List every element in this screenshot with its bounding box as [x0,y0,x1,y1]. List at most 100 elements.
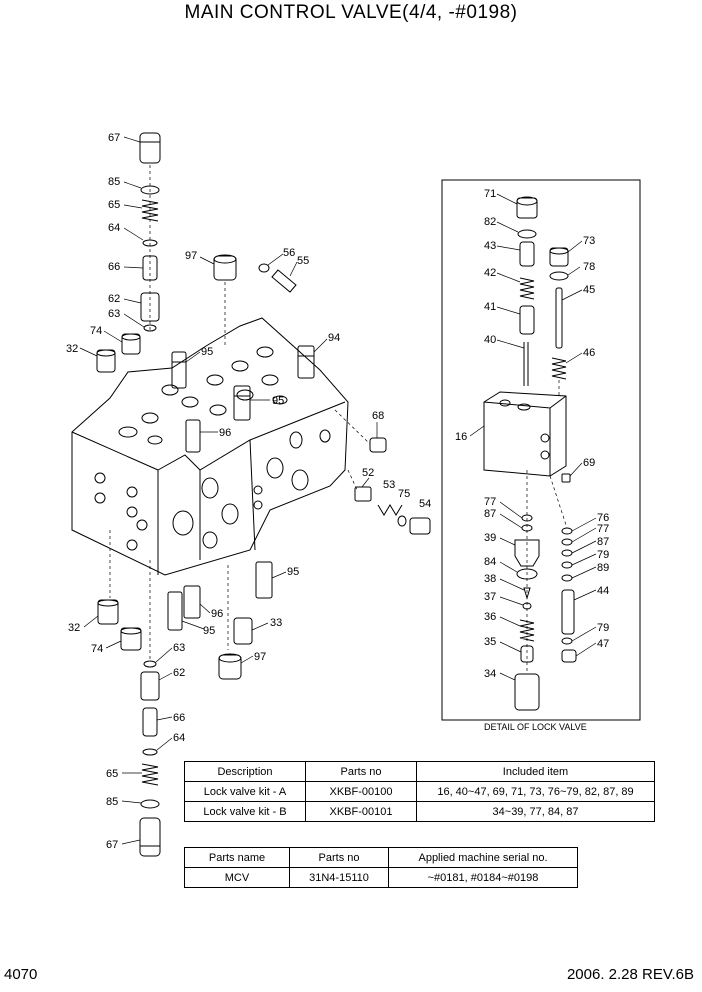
callout-63: 63 [173,642,185,654]
table-cell: XKBF-00101 [305,801,417,822]
callout-33: 33 [270,617,282,629]
table-cell: ~#0181, #0184~#0198 [388,867,578,888]
callout-38: 38 [484,573,496,585]
part-56-55 [258,263,297,293]
callout-94: 94 [328,332,340,344]
fitting-33 [233,617,253,645]
callout-64: 64 [108,222,120,234]
cap-97-top [213,254,237,281]
callout-37: 37 [484,591,496,603]
callout-66: 66 [108,261,120,273]
fitting-96-low [183,585,201,619]
callout-85: 85 [106,796,118,808]
callout-16: 16 [455,431,467,443]
callout-64: 64 [173,732,185,744]
table-cell: XKBF-00100 [305,781,417,802]
kit-table-header: Description Parts no Included item [184,761,655,782]
ring-63-bottom [143,660,157,668]
callout-65: 65 [108,199,120,211]
callout-63: 63 [108,308,120,320]
callout-95: 95 [272,395,284,407]
callout-89: 89 [597,562,609,574]
kit-table: Description Parts no Included item Lock … [184,761,655,822]
callout-96: 96 [219,427,231,439]
callout-96: 96 [211,608,223,620]
table-cell: 16, 40~47, 69, 71, 73, 76~79, 82, 87, 89 [416,781,655,802]
callout-68: 68 [372,410,384,422]
ring-75 [397,515,407,527]
callout-84: 84 [484,556,496,568]
page-number: 4070 [4,966,38,983]
spring-53 [377,504,403,516]
callout-41: 41 [484,301,496,313]
callout-39: 39 [484,532,496,544]
cap-97-low [218,653,242,680]
callout-75: 75 [398,488,410,500]
callout-69: 69 [583,457,595,469]
callout-95: 95 [203,625,215,637]
revision-date: 2006. 2.28 REV.6B [566,966,694,983]
callout-87: 87 [484,508,496,520]
callout-77: 77 [484,496,496,508]
callout-74: 74 [91,643,103,655]
callout-43: 43 [484,240,496,252]
table-row: Lock valve kit - B XKBF-00101 34~39, 77,… [184,801,655,822]
callout-67: 67 [108,132,120,144]
valve-body [71,317,349,576]
callout-45: 45 [583,284,595,296]
plug-67-top [139,132,161,164]
table-cell: MCV [184,867,290,888]
callout-97: 97 [254,651,266,663]
callout-35: 35 [484,636,496,648]
plug-52 [354,486,372,502]
table-cell: 34~39, 77, 84, 87 [416,801,655,822]
table-row: MCV 31N4-15110 ~#0181, #0184~#0198 [184,867,578,888]
fitting-95-mid [233,385,251,421]
callout-97: 97 [185,250,197,262]
fitting-95-low [255,561,273,599]
fitting-94 [297,345,315,379]
callout-95: 95 [287,566,299,578]
callout-54: 54 [419,498,431,510]
callout-71: 71 [484,188,496,200]
callout-82: 82 [484,216,496,228]
col-header: Parts no [305,761,417,782]
callout-42: 42 [484,267,496,279]
callout-78: 78 [583,261,595,273]
sleeve-62-bottom [140,671,160,701]
callout-87: 87 [597,536,609,548]
callout-44: 44 [597,585,609,597]
cap-32-top [96,349,116,373]
callout-34: 34 [484,668,496,680]
callout-73: 73 [583,235,595,247]
cap-32-low [97,599,119,625]
callout-32: 32 [68,622,80,634]
col-header: Included item [416,761,655,782]
cap-74-top [121,333,141,355]
callout-53: 53 [383,479,395,491]
spool-66-bottom [142,707,158,737]
callout-47: 47 [597,638,609,650]
callout-76: 76 [597,512,609,524]
callout-66: 66 [173,712,185,724]
callout-36: 36 [484,611,496,623]
detail-caption: DETAIL OF LOCK VALVE [484,722,587,732]
serial-table: Parts name Parts no Applied machine seri… [184,847,578,888]
table-cell: 31N4-15110 [289,867,389,888]
detail-frame [441,179,641,721]
cap-74-low [120,627,142,651]
callout-55: 55 [297,255,309,267]
callout-67: 67 [106,839,118,851]
plug-68 [369,437,387,453]
callout-40: 40 [484,334,496,346]
col-header: Parts no [289,847,389,868]
callout-95: 95 [201,346,213,358]
callout-52: 52 [362,467,374,479]
page-title: MAIN CONTROL VALVE(4/4, -#0198) [184,2,518,23]
callout-32: 32 [66,343,78,355]
lock-valve-parts [483,196,577,711]
callout-74: 74 [90,325,102,337]
ring-64-bottom [142,748,158,756]
callout-65: 65 [106,768,118,780]
